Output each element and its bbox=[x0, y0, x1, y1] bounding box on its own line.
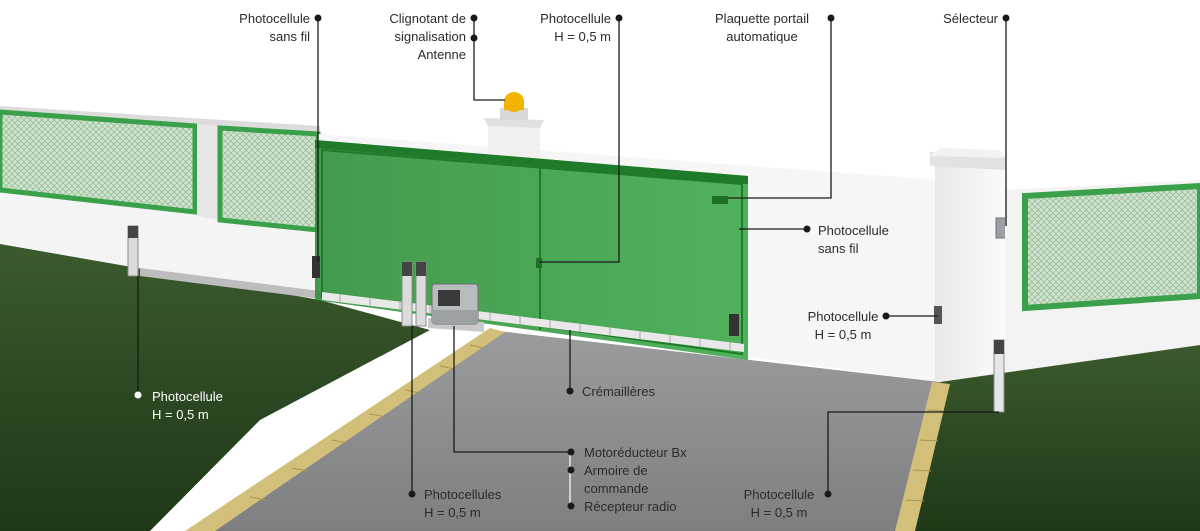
right-post-cap-top bbox=[930, 148, 1005, 158]
label-photocell-right-post: Photocellule H = 0,5 m bbox=[807, 309, 879, 342]
label-photocell-bottom-right: Photocellule H = 0,5 m bbox=[743, 487, 815, 520]
photocell-middle-device bbox=[536, 258, 542, 268]
right-fence-panel bbox=[1022, 182, 1200, 312]
label-photocell-left-lawn: Photocellule H = 0,5 m bbox=[152, 389, 223, 422]
lawn-left bbox=[0, 244, 430, 531]
left-wall-pillar bbox=[197, 124, 220, 220]
leader-gate-plate bbox=[728, 18, 832, 199]
label-photocells-bottom: Photocellules H = 0,5 m bbox=[424, 487, 502, 520]
leader-photocell-top-middle bbox=[540, 18, 620, 263]
label-flasher: Clignotant de signalisation Antenne bbox=[389, 11, 466, 62]
leader-motor bbox=[453, 326, 571, 453]
curb-right bbox=[895, 382, 950, 531]
label-photocell-top-middle: Photocellule H = 0,5 m bbox=[540, 11, 611, 44]
label-photocell-wireless-right: Photocellule sans fil bbox=[818, 223, 889, 256]
left-fence-panel-1 bbox=[0, 109, 198, 215]
flasher-post bbox=[488, 124, 540, 160]
left-wall-cap bbox=[0, 106, 320, 132]
label-gate-plate: Plaquette portail automatique bbox=[715, 11, 809, 44]
photocell-gate-left-device bbox=[312, 256, 320, 278]
rack bbox=[322, 292, 744, 352]
driveway bbox=[200, 330, 940, 531]
flasher-base bbox=[500, 108, 528, 120]
label-selector: Sélecteur bbox=[943, 11, 998, 26]
photocell-post-device bbox=[934, 306, 942, 324]
left-fence-panel-2 bbox=[217, 125, 321, 233]
photocell-gate-right-device bbox=[729, 314, 739, 336]
curb-left bbox=[185, 328, 505, 531]
leader-flasher bbox=[473, 18, 505, 101]
gate-plate bbox=[712, 196, 728, 204]
label-racks: Crémaillères bbox=[582, 384, 655, 399]
label-photocell-wireless-top: Photocellule sans fil bbox=[239, 11, 310, 44]
label-motor-unit: Motoréducteur Bx Armoire de commande Réc… bbox=[584, 445, 687, 514]
flasher-post-top bbox=[484, 118, 544, 128]
lawn-right bbox=[905, 345, 1200, 531]
right-post bbox=[935, 160, 1005, 392]
leader-photocell-bottom-right bbox=[827, 411, 999, 494]
